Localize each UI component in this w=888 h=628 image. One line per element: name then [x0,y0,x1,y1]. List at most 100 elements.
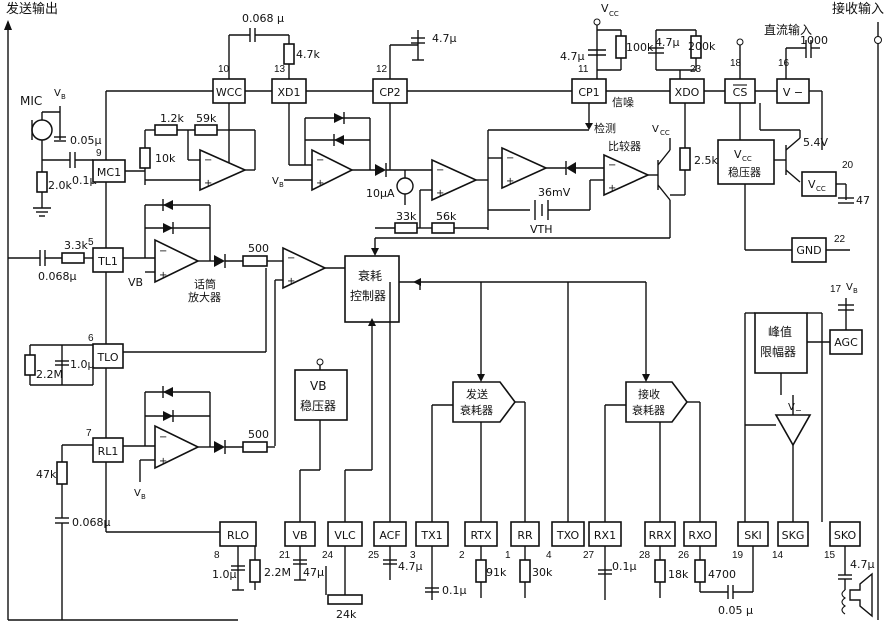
svg-text:V: V [734,148,742,161]
send-output-label: 发送输出 [6,1,58,17]
arrow-to-atten-icon [371,248,379,256]
svg-text:发送: 发送 [466,387,488,401]
mic-amp-label-2: 放大器 [188,290,221,304]
svg-text:−: − [159,432,167,443]
svg-text:衰耗: 衰耗 [358,268,382,283]
receive-input-terminal-icon [874,36,882,44]
pin-sko-number: 15 [824,550,836,561]
vth-opamp [431,158,478,202]
resistor-22m-tlo [24,354,36,376]
svg-text:−: − [316,155,324,166]
svg-text:+: + [316,178,324,189]
svg-text:CC: CC [742,155,752,163]
resistor-47k-rl-label: 47k [36,468,57,481]
diode-xd1-b-icon [334,135,344,145]
svg-text:20: 20 [842,160,854,171]
gnd-block: GND 22 [791,234,846,263]
pin-rrx-block: RRX 28 [639,521,676,561]
svg-text:GND: GND [796,244,821,257]
potentiometer-24k-label: 24k [336,608,357,621]
svg-text:13: 13 [274,64,286,75]
svg-text:11: 11 [578,64,589,75]
rl1-opamp [154,424,200,470]
svg-text:WCC: WCC [216,86,243,99]
send-output-arrow-icon [4,20,12,30]
svg-text:RL1: RL1 [98,445,119,458]
svg-text:VB: VB [310,379,326,393]
svg-text:稳压器: 稳压器 [300,398,336,413]
pin-rrx-label: RRX [649,529,672,542]
resistor-100k-label: 100k [626,41,654,54]
svg-text:B: B [141,493,146,501]
pin-rtx-number: 2 [459,550,465,561]
speaker-coil-icon [841,589,846,615]
cap-xdo-label: 4.7μ [655,36,680,49]
potentiometer-24k [327,594,363,605]
vcc-out-block: V CC 20 [801,160,854,197]
pin-sko-label: SKO [834,529,857,542]
diode-comparator-icon [566,162,576,174]
mc1-block: MC1 9 [92,148,126,183]
resistor-33k-tl-label: 3.3k [64,239,88,252]
vcc-regulator-block: V CC 稳压器 [717,139,775,185]
resistor-56k [431,222,455,234]
diode-xd1-a-icon [334,113,344,123]
resistor-47k-rl [56,461,68,485]
vb-reg-terminal-icon [316,358,324,366]
svg-text:22: 22 [834,234,846,245]
resistor-500b [242,441,268,453]
svg-text:CS: CS [733,86,748,99]
send-attenuator-block: 发送 衰耗器 [452,381,516,423]
resistor-47k-label: 4.7k [296,48,320,61]
resistor-500a-label: 500 [248,242,269,255]
svg-text:+: + [159,270,167,281]
receive-input-label: 接收输入 [832,1,884,17]
peak-limiter-block: 峰值 限幅器 [754,312,808,374]
current-source-icon [396,177,414,195]
resistor-59k-label: 59k [196,112,217,125]
svg-text:接收: 接收 [638,387,660,401]
pin-acf-number: 25 [368,550,380,561]
resistor-12k-label: 1.2k [160,112,184,125]
diode-tl1-out-icon [214,255,225,267]
pin-vlc-number: 24 [322,550,334,561]
cap-47u-acf-label: 4.7μ [398,560,423,573]
resistor-18k [654,559,666,583]
vcc-comp-label: V [652,124,659,135]
speaker-icon [849,572,873,618]
cap-005u-rxo-label: 0.05 μ [718,604,753,617]
resistor-12k [154,124,178,136]
cap-01u-rx1-label: 0.1μ [612,560,637,573]
svg-text:−: − [608,160,616,171]
pin-rr-number: 1 [505,550,511,561]
tl1-block: TL1 5 [88,237,124,273]
pin-rrx-number: 28 [639,550,651,561]
diode-tl1-a-icon [163,200,173,210]
svg-text:XDO: XDO [675,86,700,99]
svg-text:16: 16 [778,58,790,69]
pin-ski-number: 19 [732,550,744,561]
resistor-91k [475,559,487,583]
svg-text:AGC: AGC [834,336,858,349]
svg-text:衰耗器: 衰耗器 [460,403,493,417]
svg-text:−: − [204,155,212,166]
detector-opamp [311,148,354,192]
pin-rr-label: RR [517,529,533,542]
svg-text:衰耗器: 衰耗器 [632,403,665,417]
svg-text:CC: CC [609,10,619,18]
pin-tx1-label: TX1 [420,529,442,542]
resistor-33k-tl [61,252,85,264]
cap-10u-tlo-label: 1.0μ [70,358,95,371]
resistor-100k [615,35,627,59]
zener-54v-label: 5.4V [803,136,828,149]
svg-text:峰值: 峰值 [768,324,792,339]
svg-text:5: 5 [88,237,94,248]
cap-10u-rlo-label: 1.0μ [212,568,237,581]
resistor-22m-rlo-label: 2.2M [264,566,291,579]
